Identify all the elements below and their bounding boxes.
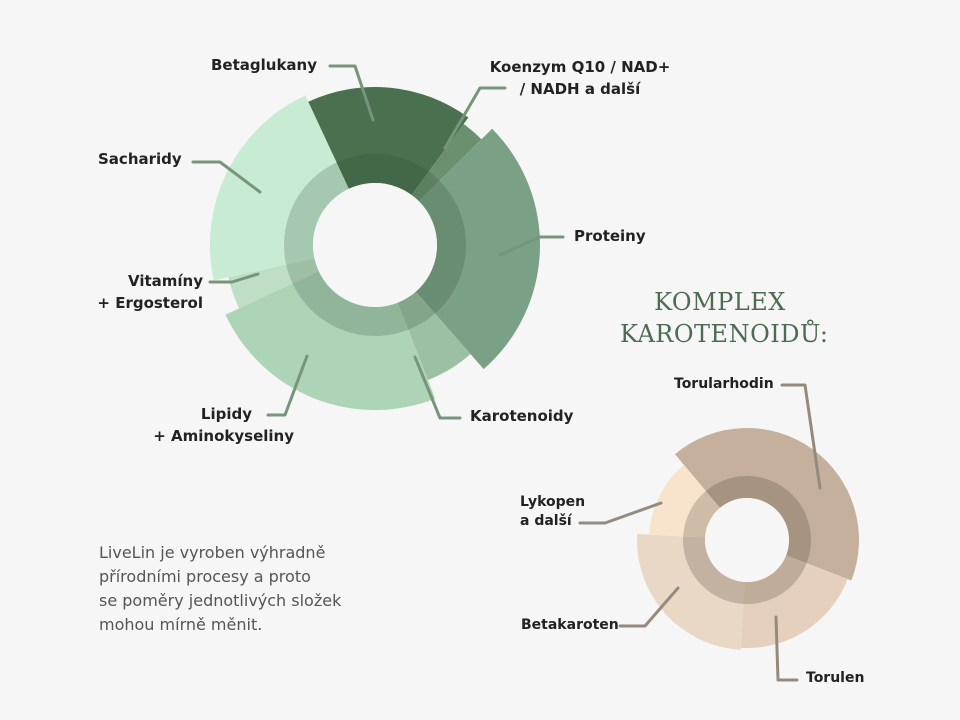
label-lykopen: Lykopen a další (520, 493, 585, 531)
slice-lipidy-aminokyseliny (225, 271, 436, 410)
slice-sacharidy (209, 95, 349, 281)
label-lykopen-line-2: a další (520, 513, 572, 529)
slice-vitaminy-ergosterol (228, 258, 319, 309)
main-leader-lipidy (266, 354, 309, 417)
donut-hole (313, 183, 437, 307)
label-koenzym: Koenzym Q10 / NAD+ / NADH a další (488, 56, 672, 100)
label-lipidy: Lipidy + Aminokyseliny (150, 403, 294, 447)
label-lykopen-line-1: Lykopen (520, 494, 586, 510)
sub-leader-torulen (774, 615, 799, 682)
carotenoid-donut-chart (637, 428, 860, 650)
carotenoid-title: KOMPLEX KAROTENOIDŮ: (620, 286, 829, 350)
slice-betaglukany (308, 86, 469, 195)
note-line-1: LiveLin je vyroben výhradně (99, 543, 326, 562)
carotenoid-leader-lines (578, 383, 822, 682)
label-sacharidy: Sacharidy (98, 150, 182, 168)
label-proteiny: Proteiny (574, 227, 646, 245)
inner-ring (683, 476, 811, 604)
sub-leader-torularhodin (780, 383, 822, 490)
slice-lykopen-a-dalsi (649, 464, 721, 538)
inner-ring (284, 154, 466, 336)
note-line-2: přírodními procesy a proto (99, 567, 311, 586)
label-vitaminy-line-2: + Ergosterol (97, 294, 203, 312)
disclaimer-note: LiveLin je vyroben výhradně přírodními p… (99, 541, 399, 637)
note-line-3: se poměry jednotlivých složek (99, 591, 342, 610)
label-koenzym-line-1: Koenzym Q10 / NAD+ (489, 58, 671, 76)
slice-torulen (740, 555, 848, 648)
carotenoid-title-line-2: KAROTENOIDŮ: (620, 320, 829, 348)
slice-torularhodin (675, 428, 860, 581)
label-lipidy-line-1: Lipidy (200, 405, 252, 423)
label-vitaminy-line-1: Vitamíny (127, 272, 203, 290)
main-leader-betaglukany (328, 64, 375, 122)
sub-leader-lykopen (578, 501, 663, 525)
slice-proteiny (415, 128, 540, 370)
label-vitaminy: Vitamíny + Ergosterol (90, 270, 203, 314)
donut-hole (705, 498, 789, 582)
main-leader-sacharidy (191, 160, 262, 194)
label-lipidy-line-2: + Aminokyseliny (153, 427, 294, 445)
sub-leader-betakaroten (618, 586, 680, 628)
note-line-4: mohou mírně měnit. (99, 615, 263, 634)
main-leader-koenzym (443, 86, 507, 150)
carotenoid-title-line-1: KOMPLEX (654, 288, 786, 316)
slice-koenzym-q10-nad-nadh-a-dalsi (411, 123, 482, 202)
label-betakaroten: Betakaroten (521, 617, 619, 633)
slice-karotenoidy (397, 291, 471, 381)
main-leader-proteiny (498, 235, 565, 257)
main-leader-lines (191, 64, 565, 420)
slice-betakaroten (637, 533, 745, 650)
main-leader-vitaminy (208, 272, 260, 284)
label-torulen: Torulen (806, 670, 865, 686)
label-karotenoidy: Karotenoidy (470, 407, 574, 425)
main-leader-karotenoidy (413, 355, 462, 420)
label-betaglukany: Betaglukany (211, 56, 318, 74)
label-koenzym-line-2: / NADH a další (519, 80, 641, 98)
label-torularhodin: Torularhodin (674, 376, 774, 392)
main-donut-chart (209, 86, 540, 410)
